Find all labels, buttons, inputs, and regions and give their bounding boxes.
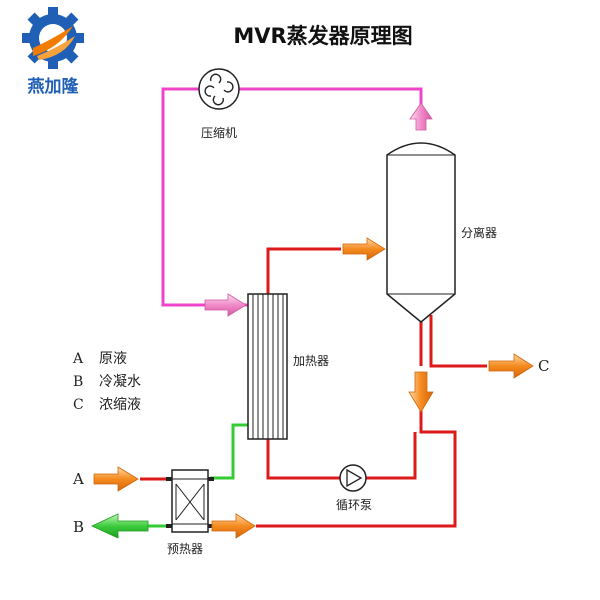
legend-label: 冷凝水 — [99, 374, 141, 390]
legend-item: C 浓缩液 — [73, 397, 141, 413]
legend-key: C — [73, 397, 84, 413]
legend: A 原液 B 冷凝水 C 浓缩液 — [72, 351, 141, 413]
legend-item: A 原液 — [72, 351, 127, 367]
port-a-label: A — [72, 470, 84, 488]
vapor-line — [161, 87, 423, 307]
legend-label: 浓缩液 — [99, 397, 141, 413]
port-c-label: C — [538, 357, 549, 375]
circulation-pump — [339, 464, 367, 492]
compressor — [198, 68, 240, 110]
flow-arrows — [91, 102, 534, 539]
heater-exchanger — [247, 293, 288, 440]
preheater-label: 预热器 — [167, 542, 203, 556]
legend-key: B — [73, 374, 83, 390]
separator-vessel — [386, 142, 456, 323]
diagram-title: MVR蒸发器原理图 — [233, 24, 412, 48]
arrow-input-a-icon — [93, 466, 139, 492]
gear-logo-icon — [22, 7, 84, 69]
pump-label: 循环泵 — [336, 498, 372, 512]
pump-triangle-icon — [346, 468, 363, 488]
compressor-icon — [204, 73, 234, 106]
arrow-right-orange-icon — [342, 237, 386, 261]
legend-label: 原液 — [99, 351, 127, 367]
company-logo: 燕加隆 — [22, 7, 84, 97]
liquid-lines — [140, 247, 487, 528]
legend-item: B 冷凝水 — [73, 374, 141, 390]
arrow-down-orange-icon — [408, 371, 434, 413]
arrow-right-pink-icon — [204, 293, 247, 317]
compressor-label: 压缩机 — [201, 125, 237, 140]
legend-key: A — [72, 351, 84, 367]
heater-label: 加热器 — [293, 354, 329, 368]
arrow-right-preheater-icon — [211, 513, 256, 539]
logo-text: 燕加隆 — [28, 76, 80, 97]
separator-label: 分离器 — [461, 225, 497, 240]
arrow-up-pink-icon — [409, 102, 433, 131]
arrow-output-c-icon — [488, 353, 534, 379]
port-b-label: B — [73, 518, 84, 536]
arrow-output-b-icon — [91, 513, 149, 539]
preheater — [166, 469, 214, 533]
